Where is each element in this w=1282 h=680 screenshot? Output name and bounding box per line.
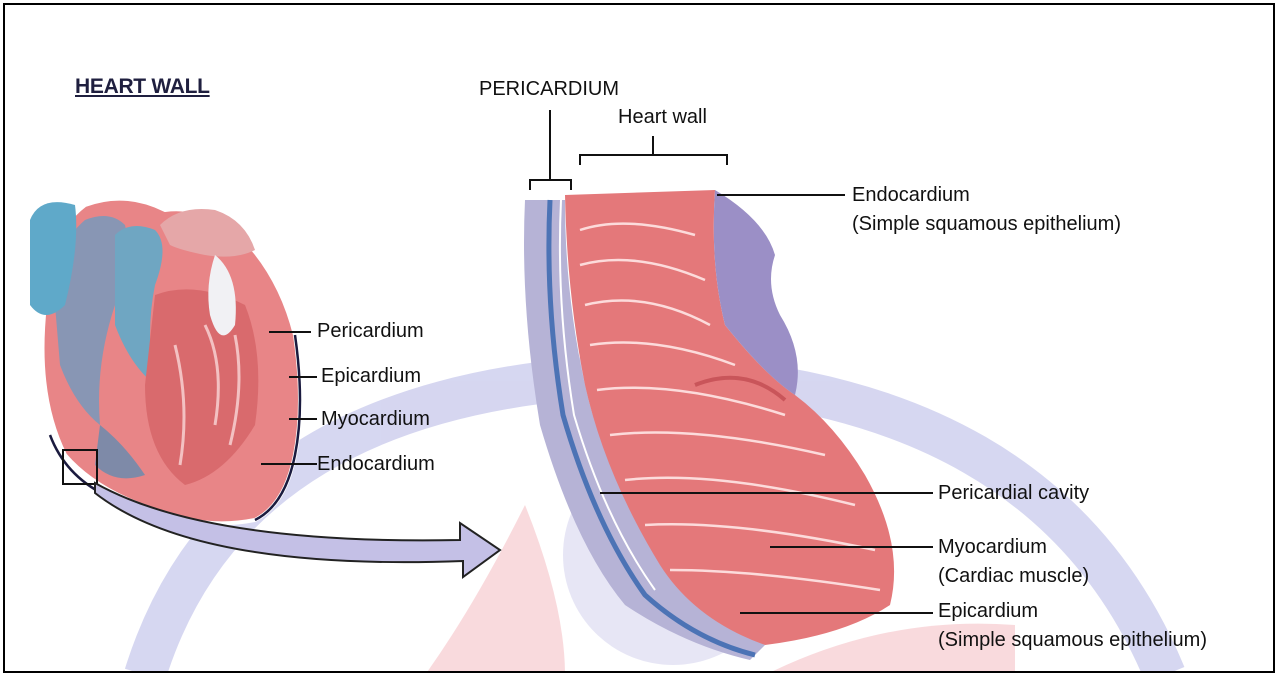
label-endocardium-sub: (Simple squamous epithelium) — [852, 212, 1121, 236]
heart-illustration — [30, 199, 300, 524]
label-epicardium-right: Epicardium — [938, 599, 1038, 623]
diagram-frame: HEART WALL Pericardium Epicardium Myocar… — [3, 3, 1275, 673]
label-myocardium-left: Myocardium — [321, 407, 430, 431]
label-myocardium-sub: (Cardiac muscle) — [938, 564, 1089, 588]
label-pericardial-cavity: Pericardial cavity — [938, 481, 1089, 505]
label-pericardium-left: Pericardium — [317, 319, 424, 343]
label-endocardium-right: Endocardium — [852, 183, 970, 207]
label-endocardium-left: Endocardium — [317, 452, 435, 476]
label-myocardium-right: Myocardium — [938, 535, 1047, 559]
label-heart-wall: Heart wall — [618, 105, 707, 129]
diagram-title: HEART WALL — [75, 75, 210, 99]
label-pericardium-top: PERICARDIUM — [479, 77, 619, 101]
label-epicardium-left: Epicardium — [321, 364, 421, 388]
label-epicardium-sub: (Simple squamous epithelium) — [938, 628, 1207, 652]
